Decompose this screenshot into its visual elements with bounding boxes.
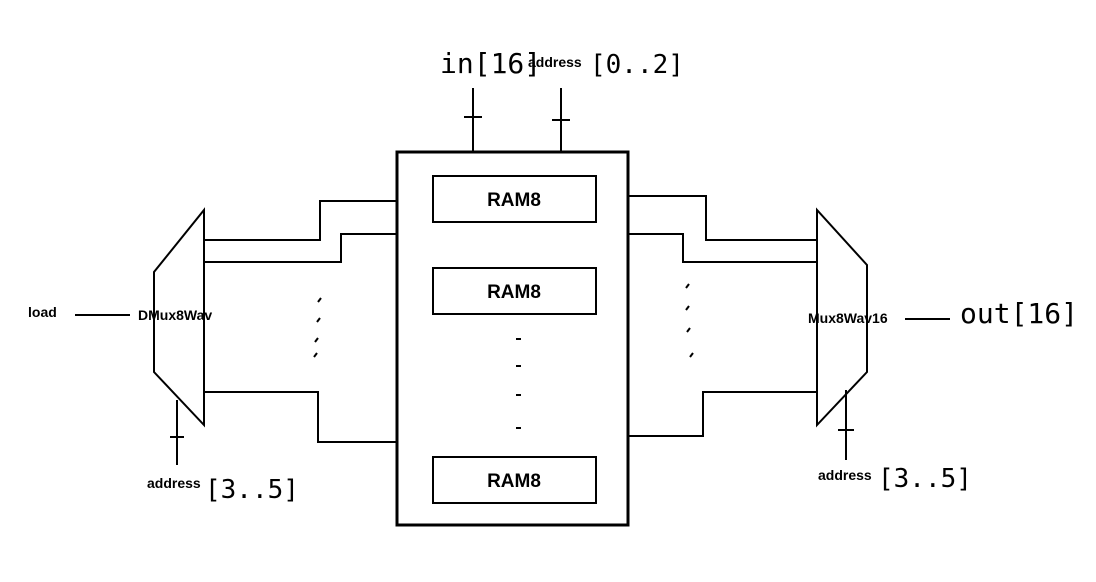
dmux-shape [153, 207, 205, 428]
ram8-block-3 [432, 456, 597, 504]
mux-address-wire [838, 390, 854, 460]
mux-label: Mux8Wav16 [808, 310, 888, 326]
load-input-label: load [28, 304, 57, 320]
dmux-address-label: address [147, 475, 201, 491]
out-output-label: out[16] [960, 297, 1078, 330]
dmux-output-wires [204, 200, 397, 443]
ram8-label-2: RAM8 [487, 282, 541, 303]
mux-shape [816, 207, 868, 428]
mux-address-range: [3..5] [878, 464, 972, 494]
ram-ellipsis [516, 338, 521, 429]
dmux-label: DMux8Wav [138, 307, 212, 323]
in-input-label: in[16] [440, 47, 541, 80]
mux-input-wires [628, 195, 817, 437]
dmux-address-wire [170, 400, 184, 465]
address-top-wire [552, 88, 570, 152]
ram8-block-1 [432, 175, 597, 223]
mux-address-label: address [818, 467, 872, 483]
ram-container-box [395, 150, 630, 527]
mux-wire-ellipsis [685, 283, 694, 358]
ram8-block-2 [432, 267, 597, 315]
dmux-address-range: [3..5] [205, 475, 299, 505]
ram8-label-1: RAM8 [487, 190, 541, 211]
address-top-range: [0..2] [590, 50, 684, 80]
dmux-wire-ellipsis [313, 297, 322, 358]
in-input-wire [464, 88, 482, 152]
address-top-label: address [528, 54, 582, 70]
ram8-label-3: RAM8 [487, 471, 541, 492]
